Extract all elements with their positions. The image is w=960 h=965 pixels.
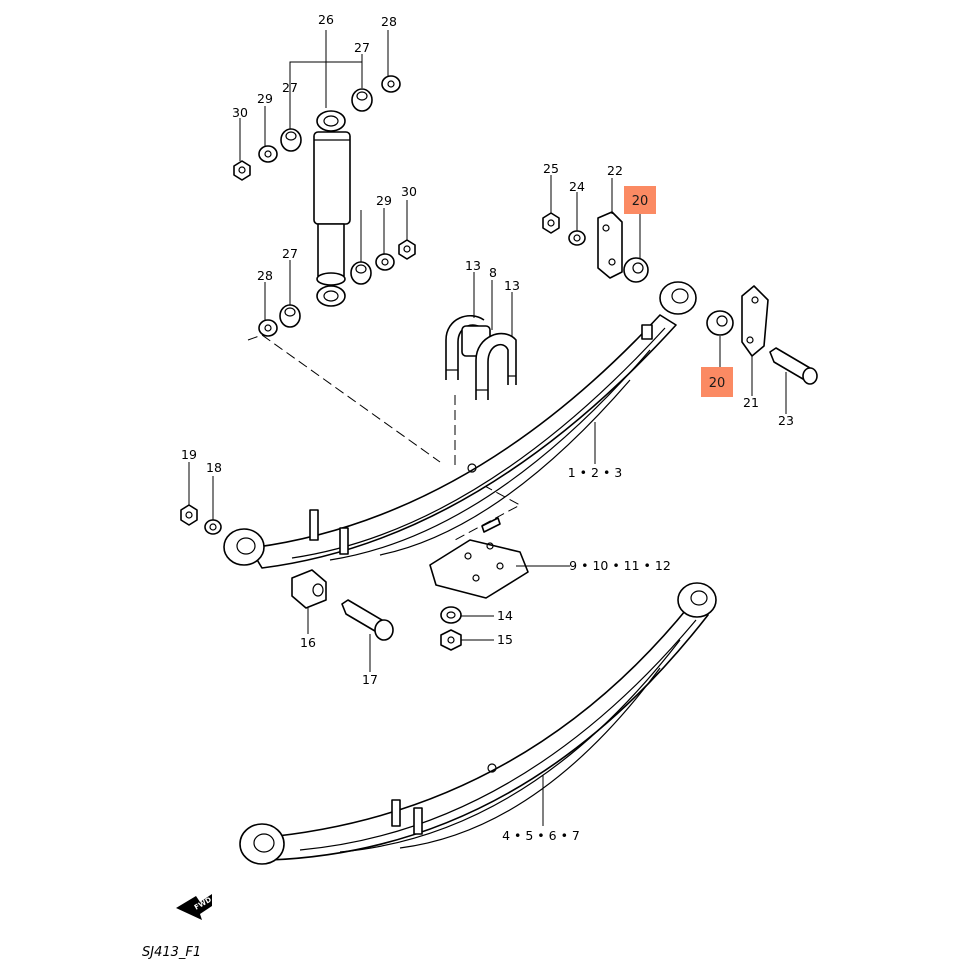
highlight-box-20-upper: [624, 186, 656, 214]
callout-15: 15: [497, 632, 513, 647]
callout-19: 19: [181, 447, 197, 462]
alignment-line-plate: [454, 477, 522, 541]
callout-25: 25: [543, 161, 559, 176]
shock-absorber: [313, 110, 351, 307]
callout-13: 13: [504, 278, 520, 293]
callout-30: 30: [401, 184, 417, 199]
alignment-line-shock: [247, 334, 441, 463]
callout-17: 17: [362, 672, 378, 687]
callout-13: 13: [465, 258, 481, 273]
upper-leaf-spring: [223, 281, 697, 569]
callout-28: 28: [381, 14, 397, 29]
callout-18: 18: [206, 460, 222, 475]
callout-14: 14: [497, 608, 513, 623]
callout-30: 30: [232, 105, 248, 120]
callout-28: 28: [257, 268, 273, 283]
seat-fasteners: [440, 606, 462, 651]
callout-23: 23: [778, 413, 794, 428]
callout-9-10-11-12: 9 • 10 • 11 • 12: [569, 558, 671, 573]
shock-hardware: [233, 75, 416, 337]
callout-4-5-6-7: 4 • 5 • 6 • 7: [502, 828, 580, 843]
callout-20-upper: 20: [632, 194, 649, 209]
callout-21: 21: [743, 395, 759, 410]
callout-29: 29: [376, 193, 392, 208]
diagram-code: SJ413_F1: [142, 945, 201, 960]
leader-lines: [188, 30, 787, 826]
callout-27: 27: [354, 40, 370, 55]
front-eye-hardware: [180, 504, 394, 641]
lower-leaf-spring: [239, 582, 717, 865]
forward-arrow-icon: FWD: [176, 894, 213, 920]
callout-22: 22: [607, 163, 623, 178]
callout-29: 29: [257, 91, 273, 106]
callout-labels: 26 28 27 27 29 30 29 30 27 28 25 24 22 2…: [181, 12, 794, 843]
callout-1-2-3: 1 • 2 • 3: [568, 465, 623, 480]
highlight-box-20-lower: [701, 367, 733, 397]
callout-16: 16: [300, 635, 316, 650]
shackle-hardware: [542, 211, 818, 385]
spring-seat-plate: [429, 517, 529, 599]
callout-27: 27: [282, 80, 298, 95]
u-bolts: [445, 315, 517, 400]
callout-26: 26: [318, 12, 334, 27]
callout-24: 24: [569, 179, 585, 194]
callout-8: 8: [489, 265, 497, 280]
callout-27: 27: [282, 246, 298, 261]
callout-20-lower: 20: [709, 376, 726, 391]
